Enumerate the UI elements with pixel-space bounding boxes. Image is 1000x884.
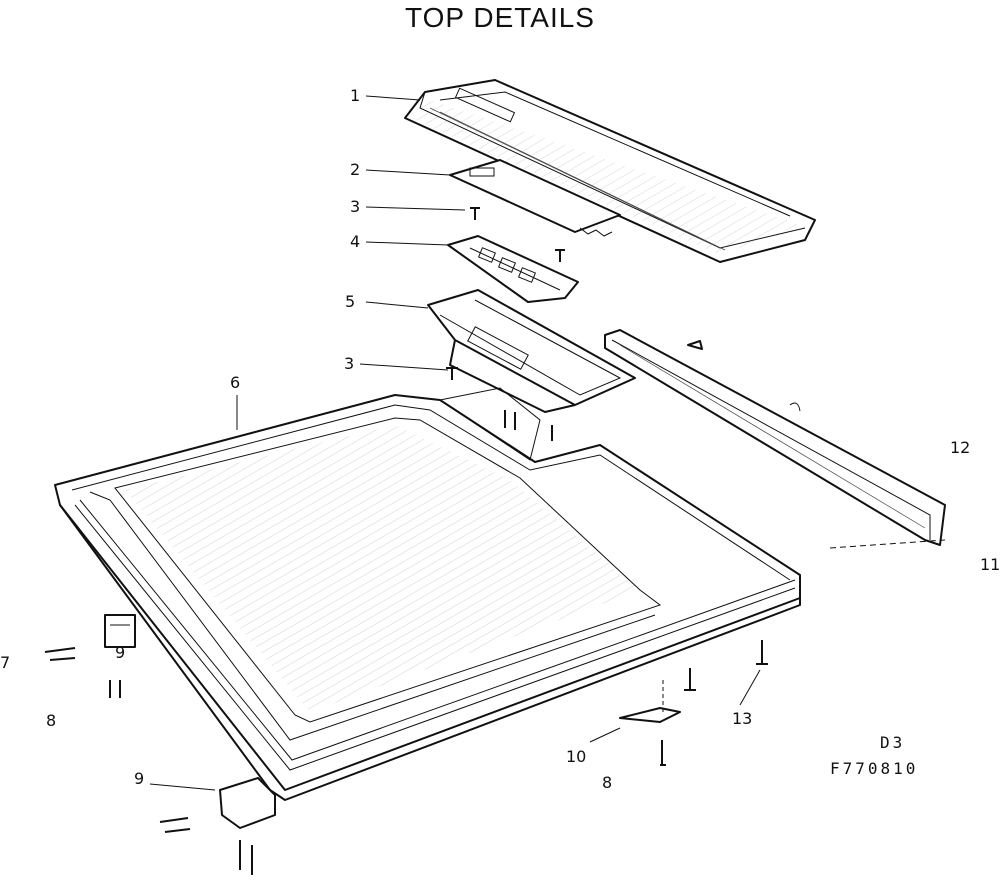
part-number: F770810 [830, 759, 918, 778]
switch-assembly-part [447, 235, 579, 303]
rear-rail-part [604, 329, 946, 546]
callout-6: 6 [230, 373, 240, 392]
callout-7: 7 [0, 653, 10, 672]
callout-9-hinge: 9 [115, 643, 125, 662]
callout-8-front: 8 [602, 773, 612, 792]
callout-12: 12 [950, 438, 970, 457]
top-panel-part [54, 387, 801, 801]
leader-lines [149, 95, 946, 791]
callout-4: 4 [350, 232, 360, 251]
screw-part [470, 207, 565, 262]
callout-2: 2 [350, 160, 360, 179]
diagram-title: TOP DETAILS [405, 2, 595, 33]
callout-11: 11 [980, 555, 1000, 574]
callout-3-lower: 3 [344, 354, 354, 373]
callout-3: 3 [350, 197, 360, 216]
callout-1: 1 [350, 86, 360, 105]
hinge-part [44, 614, 136, 698]
callout-13: 13 [732, 709, 752, 728]
console-plate-part [449, 159, 621, 237]
hinge-part-lower [159, 777, 276, 875]
callout-9: 9 [134, 769, 144, 788]
hinge-part-front [619, 707, 681, 766]
control-console-part [404, 79, 816, 263]
screw-part-front [684, 640, 768, 691]
callout-8-left: 8 [46, 711, 56, 730]
callout-5: 5 [345, 292, 355, 311]
callout-labels: 1 2 3 4 5 3 6 7 8 9 10 8 9 13 12 11 [0, 86, 1000, 792]
diagram-code: D3 [880, 733, 905, 752]
callout-10: 10 [566, 747, 586, 766]
